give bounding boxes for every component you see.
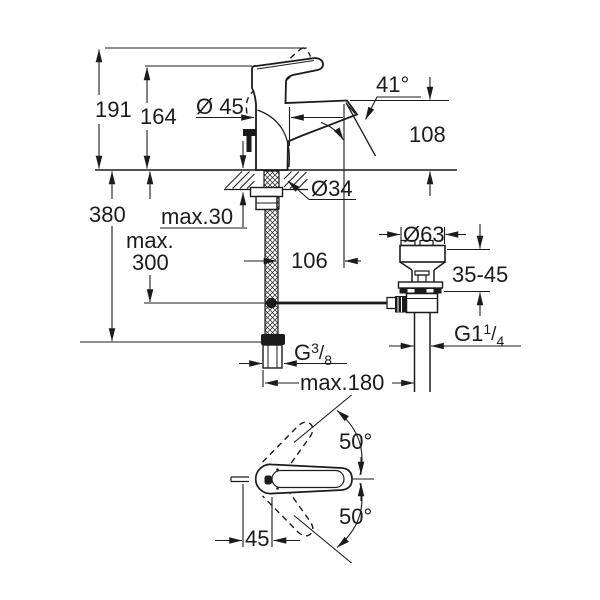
dim-380-label: 380 bbox=[89, 202, 126, 227]
handle-top-view: 50° 50° 45 bbox=[215, 394, 374, 564]
waste-valve bbox=[386, 239, 446, 392]
waste-neck bbox=[411, 270, 435, 282]
dim-waste-thread: G11/4 bbox=[389, 321, 521, 350]
dim-45: 45 bbox=[215, 484, 300, 551]
body-contour-arc bbox=[257, 109, 291, 168]
dim-191: 191 bbox=[95, 49, 132, 169]
waste-gasket-notch-right bbox=[426, 289, 434, 293]
dim-max300-label-line2: 300 bbox=[132, 250, 169, 275]
dim-g114-label: G11/4 bbox=[454, 321, 504, 349]
waste-tailpipe bbox=[413, 312, 431, 392]
dim-max-30: max.30 bbox=[160, 141, 247, 229]
dim-106: 106 bbox=[244, 248, 361, 273]
dim-max180-label: max.180 bbox=[300, 370, 384, 395]
lever-outline bbox=[254, 463, 353, 495]
dim-164: 164 bbox=[140, 67, 177, 169]
dim-191-label: 191 bbox=[95, 97, 132, 122]
dim-dia45-label: Ø 45 bbox=[196, 94, 244, 119]
swing-arc-upper bbox=[336, 410, 363, 476]
dim-supply-thread: G3/8 bbox=[239, 340, 347, 368]
lever-rotated-down-dashed bbox=[262, 480, 314, 537]
hose-connection-nut-lines bbox=[267, 345, 278, 368]
spout-angle-arc bbox=[320, 121, 344, 141]
swing-arc-lower bbox=[336, 482, 363, 548]
faucet-outline bbox=[251, 57, 359, 171]
dim-50-up-label: 50° bbox=[339, 429, 372, 454]
mounting-washer bbox=[249, 186, 284, 198]
side-view: 191 164 Ø 45 41° 108 Ø34 bbox=[80, 47, 521, 395]
dim-45-label: 45 bbox=[245, 526, 269, 551]
lever-rotated-up-dashed bbox=[262, 421, 314, 478]
lever-pin bbox=[230, 476, 249, 483]
dim-3545-label: 35-45 bbox=[452, 262, 508, 287]
swing-limit-line-lower bbox=[293, 515, 352, 564]
pull-rod bbox=[246, 136, 252, 152]
dim-108: 108 bbox=[350, 77, 449, 196]
hose-fitting bbox=[261, 334, 285, 345]
hose-connection-nut bbox=[262, 344, 283, 369]
dim-108-label: 108 bbox=[409, 122, 446, 147]
dim-dia-45: Ø 45 bbox=[196, 94, 343, 146]
dim-35-45: 35-45 bbox=[444, 224, 508, 316]
countertop-hatching bbox=[224, 171, 308, 189]
waste-cap bbox=[399, 244, 446, 263]
lever-slot bbox=[264, 475, 272, 485]
spout-angle-line bbox=[345, 102, 377, 157]
waste-taper bbox=[399, 261, 446, 271]
dim-dia-34: Ø34 bbox=[287, 176, 356, 201]
linkage-joint-knurl bbox=[395, 296, 406, 313]
waste-body bbox=[405, 292, 439, 314]
waste-pin bbox=[414, 270, 430, 276]
dim-dia-63: Ø63 bbox=[379, 222, 466, 247]
waste-gasket bbox=[399, 288, 442, 294]
dim-380: 380 bbox=[80, 171, 261, 343]
dim-angle-41: 41° bbox=[320, 72, 421, 268]
dim-50-down-label: 50° bbox=[339, 504, 372, 529]
dim-106-label: 106 bbox=[291, 248, 328, 273]
waste-pin-stem bbox=[417, 274, 427, 283]
dim-dia63-label: Ø63 bbox=[403, 222, 445, 247]
linkage-pivot-ball bbox=[266, 297, 277, 309]
dim-max-180: max.180 bbox=[262, 370, 415, 395]
lever-dot-bottom bbox=[276, 487, 279, 490]
dim-max30-label: max.30 bbox=[161, 204, 233, 229]
lever-ridge-line bbox=[256, 60, 315, 70]
waste-flange bbox=[397, 281, 444, 289]
lever-dot-top bbox=[276, 468, 279, 471]
waste-gasket-notch-left bbox=[407, 289, 415, 293]
dim-dia34-label: Ø34 bbox=[311, 176, 353, 201]
pull-rod-knob bbox=[243, 129, 258, 136]
dim-41-label: 41° bbox=[376, 72, 409, 97]
dim-g38-label: G3/8 bbox=[294, 340, 332, 368]
swing-limit-line-upper bbox=[293, 394, 352, 443]
linkage-joint-knurl-ridges bbox=[397, 297, 402, 312]
supply-hose bbox=[264, 208, 279, 337]
dim-max300-label-line1: max. bbox=[126, 228, 174, 253]
dim-164-label: 164 bbox=[140, 104, 177, 129]
linkage-joint-sleeve bbox=[386, 296, 397, 310]
dim-max-300: max. 300 bbox=[126, 171, 174, 303]
